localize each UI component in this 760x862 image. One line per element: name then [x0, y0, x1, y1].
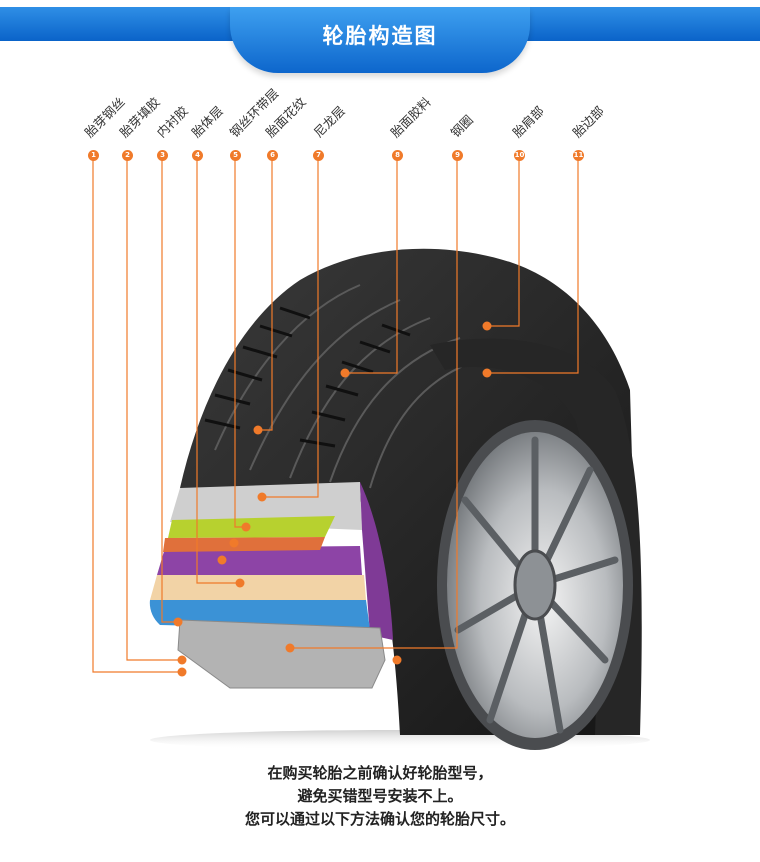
part-badge-8: 8: [392, 150, 403, 161]
part-badge-11: 11: [573, 150, 584, 161]
part-badge-3: 3: [157, 150, 168, 161]
caption-line-1: 在购买轮胎之前确认好轮胎型号，: [267, 764, 493, 782]
tire-sidewall: [430, 338, 642, 735]
leader-dots: [173, 321, 492, 677]
rim-hub: [513, 549, 557, 621]
part-badge-9: 9: [452, 150, 463, 161]
part-badge-7: 7: [313, 150, 324, 161]
part-badge-10: 10: [514, 150, 525, 161]
page-title: 轮胎构造图: [322, 24, 438, 48]
tread-sipes: [204, 306, 411, 448]
part-badge-1: 1: [88, 150, 99, 161]
part-badge-5: 5: [230, 150, 241, 161]
part-badge-2: 2: [122, 150, 133, 161]
layer-bead-gray: [177, 619, 386, 689]
part-badge-6: 6: [267, 150, 278, 161]
caption-line-2: 避免买错型号安装不上。: [297, 787, 463, 805]
layer-purple-band: [157, 546, 362, 575]
part-badge-4: 4: [192, 150, 203, 161]
layer-orange-belt: [163, 537, 325, 552]
layer-purple-carcass: [360, 482, 393, 640]
caption-line-3: 您可以通过以下方法确认您的轮胎尺寸。: [244, 810, 515, 828]
leader-lines: [92, 160, 579, 673]
layer-cream-ply: [150, 575, 366, 600]
tread-grooves: [214, 284, 486, 489]
layer-green-belt: [168, 516, 335, 538]
title-tab: [230, 7, 530, 73]
